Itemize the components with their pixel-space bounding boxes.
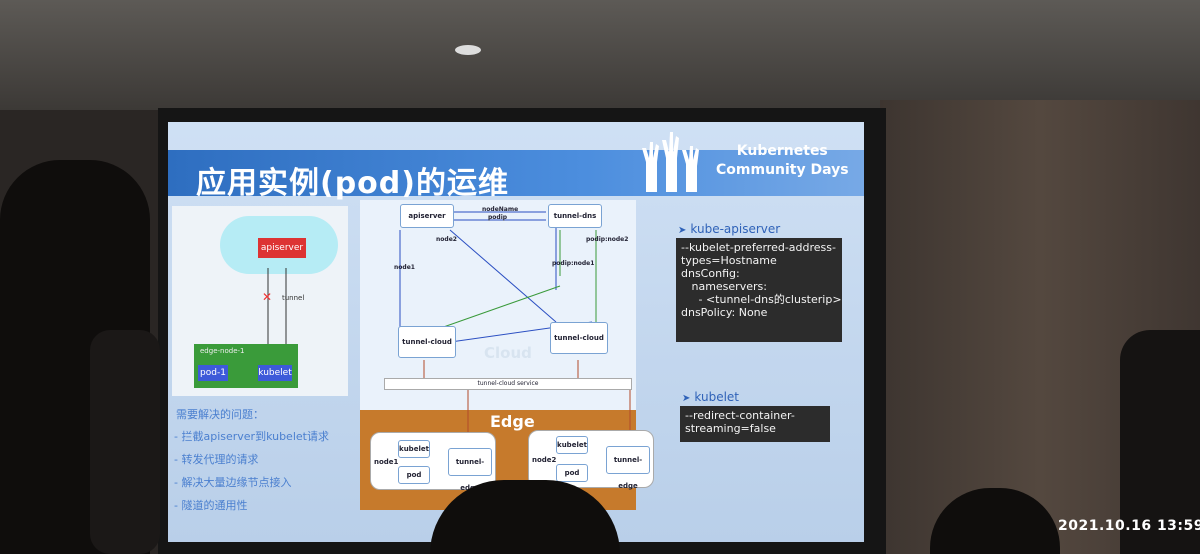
config-line: --redirect-container- <box>685 409 795 422</box>
apiserver-box: apiserver <box>258 238 306 258</box>
tunnel-cloud-left: tunnel-cloud <box>398 326 456 358</box>
node2-label: node2 <box>436 236 457 243</box>
cloud-area <box>360 200 636 406</box>
podip-label: podip <box>488 214 508 221</box>
apiserver-node: apiserver <box>400 204 454 228</box>
kcd-logo-text: Kubernetes Community Days <box>716 142 849 180</box>
cloud-watermark: Cloud <box>484 344 532 362</box>
title-bar <box>168 150 864 196</box>
config-line: nameservers: <box>681 280 767 293</box>
edge-node-label: edge-node-1 <box>200 347 245 355</box>
blocked-x-icon: ✕ <box>262 290 273 304</box>
node2-tunnel-edge: tunnel-edge <box>606 446 650 490</box>
problem-item: - 转发代理的请求 <box>174 453 259 466</box>
kubelet-config: --redirect-container- streaming=false <box>680 406 830 442</box>
node1-kubelet: kubelet <box>398 440 430 458</box>
kcd-hands-logo-icon <box>642 132 699 192</box>
node2-kubelet: kubelet <box>556 436 588 454</box>
kubelet-box: kubelet <box>258 365 292 381</box>
tunnel-dns-node: tunnel-dns <box>548 204 602 228</box>
podip-node1-label: podip:node1 <box>552 260 595 267</box>
kubelet-heading: ➤kubelet <box>682 390 739 404</box>
nodename-label: nodeName <box>482 206 519 213</box>
config-line: - <tunnel-dns的clusterip> <box>681 293 842 306</box>
config-line: --kubelet-preferred-address- <box>681 241 836 254</box>
tunnel-cloud-service: tunnel-cloud service <box>384 378 632 390</box>
kcd-line1: Kubernetes <box>736 143 828 159</box>
kube-apiserver-heading-text: kube-apiserver <box>690 222 781 236</box>
node2-name: node2 <box>532 456 557 464</box>
audience-silhouette <box>90 330 160 554</box>
audience-silhouette <box>430 480 620 554</box>
problem-item: - 拦截apiserver到kubelet请求 <box>174 430 329 443</box>
node1-pod: pod <box>398 466 430 484</box>
pod-box: pod-1 <box>198 365 228 381</box>
podip-node2-label: podip:node2 <box>586 236 629 243</box>
node1-name: node1 <box>374 458 399 466</box>
kube-apiserver-config: --kubelet-preferred-address- types=Hostn… <box>676 238 842 342</box>
config-line: dnsPolicy: None <box>681 306 768 319</box>
problem-item: - 解决大量边缘节点接入 <box>174 476 292 489</box>
kube-apiserver-heading: ➤kube-apiserver <box>678 222 780 236</box>
tunnel-label: tunnel <box>282 294 305 302</box>
bullet-arrow-icon: ➤ <box>682 393 691 404</box>
ceiling-light <box>455 45 481 55</box>
slide-title: 应用实例(pod)的运维 <box>196 166 509 201</box>
problems-heading: 需要解决的问题： <box>176 408 264 421</box>
photo-timestamp: 2021.10.16 13:59 <box>1058 518 1200 534</box>
config-line: dnsConfig: <box>681 267 740 280</box>
config-line: streaming=false <box>685 422 776 435</box>
kcd-line2: Community Days <box>716 162 849 178</box>
problem-item: - 隧道的通用性 <box>174 499 248 512</box>
config-line: types=Hostname <box>681 254 777 267</box>
node1-tunnel-edge: tunnel-edge <box>448 448 492 492</box>
presenter-silhouette <box>1120 330 1200 554</box>
room-ceiling <box>0 0 1200 110</box>
tunnel-cloud-right: tunnel-cloud <box>550 322 608 354</box>
node1-label: node1 <box>394 264 415 271</box>
kubelet-heading-text: kubelet <box>694 390 739 404</box>
presentation-slide: 应用实例(pod)的运维 Kubernetes Community Days a… <box>168 122 864 542</box>
bullet-arrow-icon: ➤ <box>678 225 687 236</box>
left-diagram: apiserver ✕ tunnel edge-node-1 pod-1 kub… <box>172 206 348 396</box>
node2-pod: pod <box>556 464 588 482</box>
architecture-diagram: Cloud Edge apiserver tunnel-dns nodeName… <box>360 200 654 510</box>
edge-label: Edge <box>490 412 535 431</box>
